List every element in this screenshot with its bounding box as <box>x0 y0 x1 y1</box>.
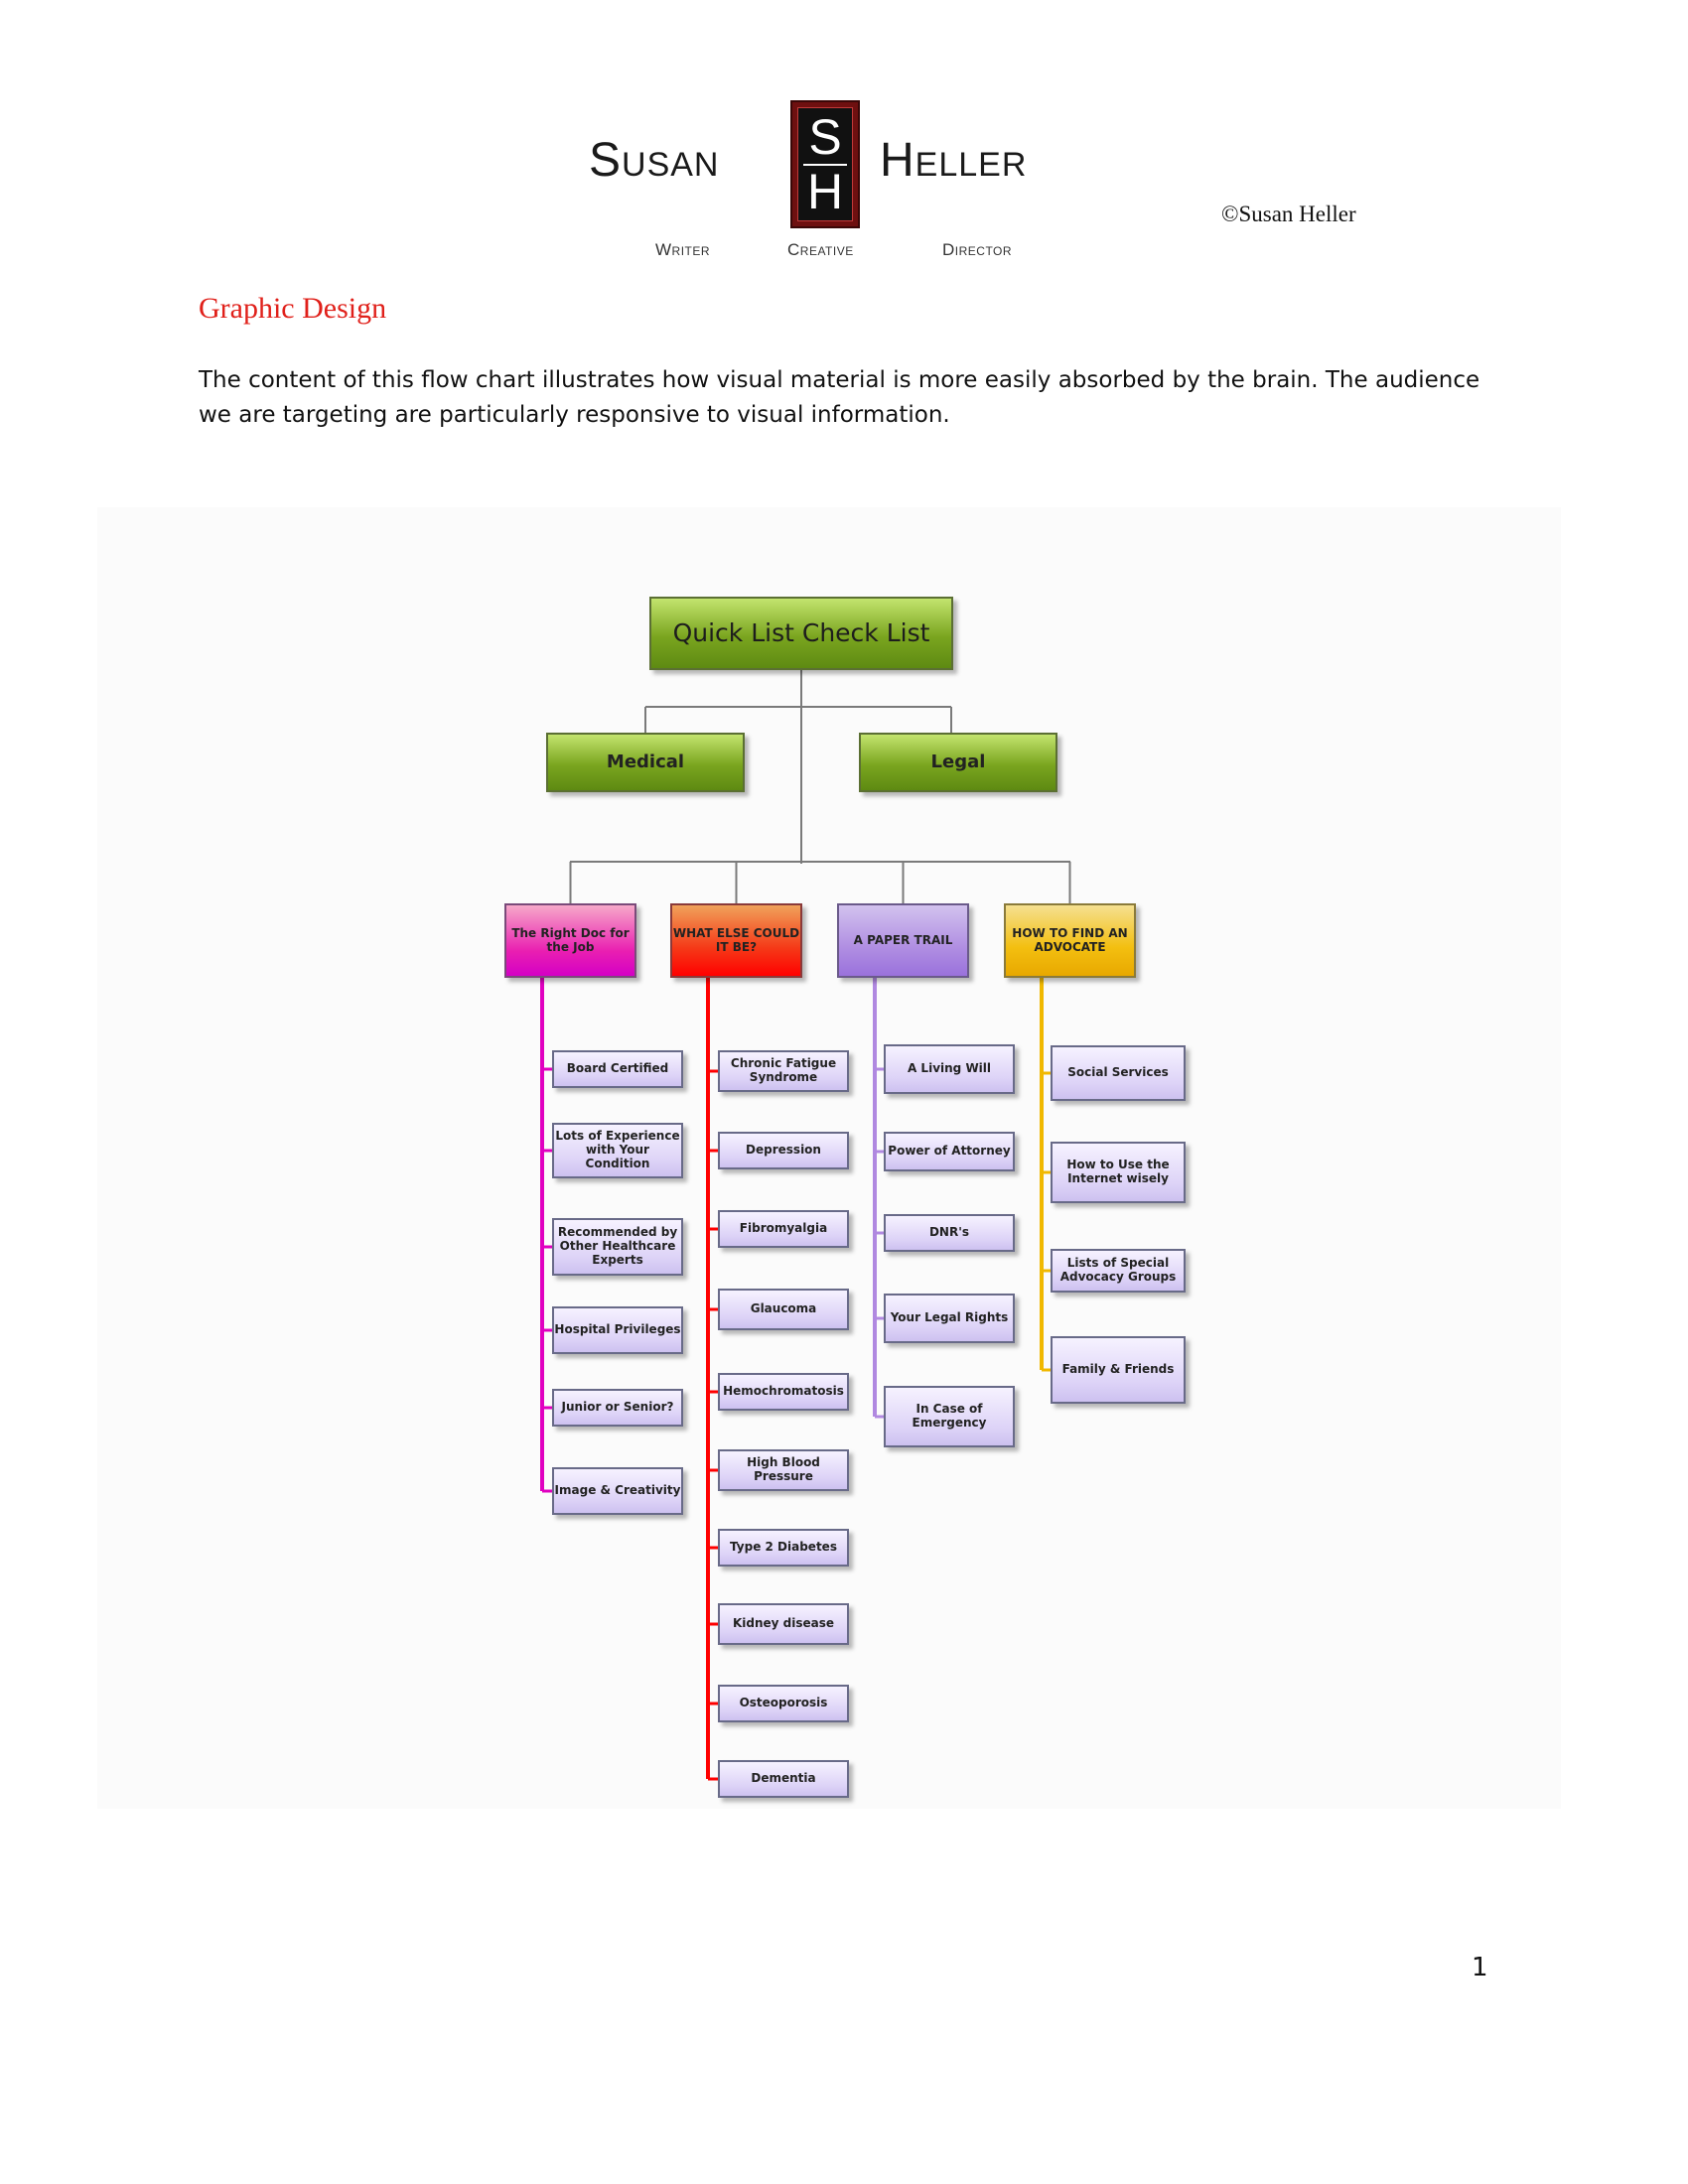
letterhead-role-writer: Writer <box>655 240 711 259</box>
monogram-logo: S H <box>790 100 860 228</box>
category-medical: Medical <box>546 733 745 792</box>
category-legal: Legal <box>859 733 1057 792</box>
item-osteoporosis: Osteoporosis <box>718 1685 849 1722</box>
item-in-case-of-emergency: In Case of Emergency <box>884 1386 1015 1447</box>
item-fibromyalgia: Fibromyalgia <box>718 1210 849 1248</box>
item-lists-of-special-advocacy-groups: Lists of Special Advocacy Groups <box>1051 1249 1186 1293</box>
item-hemochromatosis: Hemochromatosis <box>718 1373 849 1411</box>
intro-paragraph: The content of this flow chart illustrat… <box>199 367 1480 428</box>
section-heading: Graphic Design <box>199 292 387 325</box>
item-power-of-attorney: Power of Attorney <box>884 1132 1015 1171</box>
root-node: Quick List Check List <box>649 597 953 670</box>
item-board-certified: Board Certified <box>552 1050 683 1088</box>
item-type-2-diabetes: Type 2 Diabetes <box>718 1529 849 1567</box>
monogram-letter-h: H <box>806 164 844 219</box>
letterhead-name-last: Heller <box>880 134 1028 187</box>
item-your-legal-rights: Your Legal Rights <box>884 1294 1015 1343</box>
letterhead-role-director: Director <box>942 240 1013 259</box>
item-a-living-will: A Living Will <box>884 1044 1015 1094</box>
monogram-divider <box>803 164 847 166</box>
letterhead-role-creative: Creative <box>787 240 854 259</box>
item-glaucoma: Glaucoma <box>718 1289 849 1330</box>
item-hospital-privileges: Hospital Privileges <box>552 1306 683 1354</box>
item-social-services: Social Services <box>1051 1045 1186 1101</box>
column-header-a-paper-trail: A PAPER TRAIL <box>837 903 969 978</box>
item-recommended-by-other-healthcare-experts: Recommended by Other Healthcare Experts <box>552 1218 683 1276</box>
item-image-and-creativity: Image & Creativity <box>552 1467 683 1515</box>
monogram-letter-s: S <box>808 109 842 165</box>
item-dnr-s: DNR's <box>884 1214 1015 1252</box>
copyright-notice: ©Susan Heller <box>1221 202 1356 226</box>
column-header-how-to-find-an-advocate: HOW TO FIND AN ADVOCATE <box>1004 903 1136 978</box>
column-header-what-else-could-it-be: WHAT ELSE COULD IT BE? <box>670 903 802 978</box>
item-how-to-use-the-internet-wisely: How to Use the Internet wisely <box>1051 1142 1186 1203</box>
item-kidney-disease: Kidney disease <box>718 1603 849 1645</box>
item-junior-or-senior: Junior or Senior? <box>552 1389 683 1427</box>
item-lots-of-experience-with-your-condition: Lots of Experience with Your Condition <box>552 1123 683 1178</box>
letterhead-name-first: Susan <box>589 134 720 187</box>
item-dementia: Dementia <box>718 1760 849 1798</box>
item-high-blood-pressure: High Blood Pressure <box>718 1449 849 1491</box>
page-number: 1 <box>1472 1953 1488 1982</box>
item-depression: Depression <box>718 1132 849 1169</box>
column-header-the-right-doc-for-the-job: The Right Doc for the Job <box>504 903 636 978</box>
item-chronic-fatigue-syndrome: Chronic Fatigue Syndrome <box>718 1050 849 1092</box>
item-family-and-friends: Family & Friends <box>1051 1336 1186 1404</box>
